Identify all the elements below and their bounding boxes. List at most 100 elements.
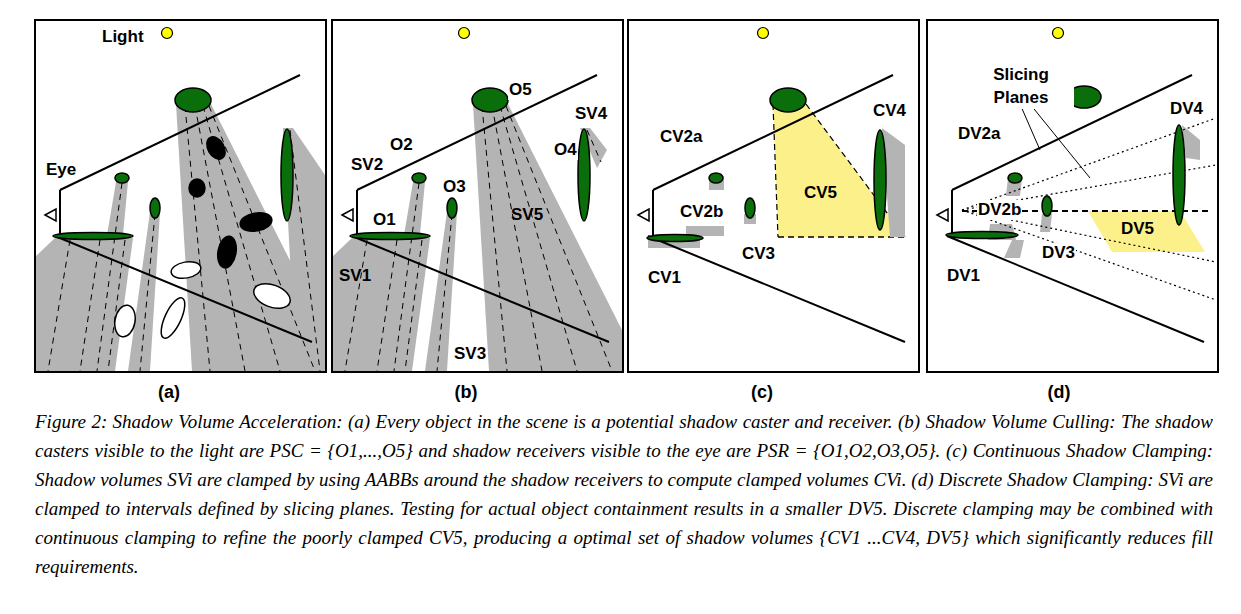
panel-label: (d) xyxy=(1040,381,1078,404)
callout-label: O5 xyxy=(508,80,533,100)
object-ellipse xyxy=(578,129,590,221)
callout-label: O4 xyxy=(553,140,578,160)
callout-label: O2 xyxy=(389,135,414,155)
clamp-edge xyxy=(806,104,905,237)
panel-frame xyxy=(628,20,919,372)
shadow-volume xyxy=(473,104,622,371)
receiver-ellipse xyxy=(215,235,238,270)
object-ellipse xyxy=(946,232,1018,239)
shadow-volume xyxy=(84,182,128,371)
shadow-volume xyxy=(176,104,325,371)
object-ellipse xyxy=(874,130,886,230)
shadow-edge xyxy=(394,183,419,371)
receiver-ellipse xyxy=(112,304,137,339)
annotation-label: Slicing Planes xyxy=(968,63,1074,109)
callout-label: SV5 xyxy=(510,205,544,225)
callout-label: DV5 xyxy=(1120,219,1155,239)
callout-label: O1 xyxy=(372,210,397,230)
shadow-edge xyxy=(140,214,155,371)
callout-label: SV1 xyxy=(338,266,372,286)
light-source xyxy=(459,28,470,39)
clamp-edge xyxy=(778,236,905,238)
leader-line xyxy=(1020,104,1040,150)
leader-line xyxy=(1030,104,1090,178)
view-frustum xyxy=(352,236,609,342)
callout-label: CV2b xyxy=(679,202,724,222)
light-source xyxy=(1053,28,1064,39)
callout-label: DV3 xyxy=(1041,243,1076,263)
shadow-edge xyxy=(506,106,612,371)
shadow-edge xyxy=(437,214,452,371)
object-ellipse xyxy=(175,88,211,112)
shadow-edge xyxy=(203,106,280,371)
panel-label: (a) xyxy=(150,381,188,404)
object-ellipse xyxy=(1042,196,1052,216)
view-frustum xyxy=(356,190,358,236)
callout-label: DV4 xyxy=(1169,99,1204,119)
callout-label: CV1 xyxy=(647,268,682,288)
shadow-edge xyxy=(500,106,577,371)
callout-label: DV2a xyxy=(957,124,1002,144)
object-ellipse xyxy=(150,198,160,218)
view-frustum xyxy=(653,75,893,190)
discrete-volume xyxy=(1040,214,1052,232)
object-ellipse xyxy=(115,173,129,183)
receiver-ellipse xyxy=(170,260,202,281)
light-source xyxy=(162,28,173,39)
shadow-edge xyxy=(377,240,397,371)
object-ellipse xyxy=(745,198,755,218)
receiver-ellipse xyxy=(250,279,293,313)
panel-frame xyxy=(927,20,1218,372)
callout-label: O3 xyxy=(442,177,467,197)
shadow-edge xyxy=(345,240,367,371)
shadow-edge xyxy=(195,106,245,371)
view-frustum xyxy=(55,236,312,342)
callout-label: CV5 xyxy=(803,183,838,203)
callout-label: SV2 xyxy=(350,155,384,175)
receiver-ellipse xyxy=(156,295,189,342)
panel-frame xyxy=(35,20,326,372)
discrete-volume xyxy=(1004,240,1024,258)
object-ellipse xyxy=(709,173,723,183)
receiver-ellipse xyxy=(203,134,229,163)
object-ellipse xyxy=(281,129,293,221)
object-ellipse xyxy=(647,235,703,242)
light-source xyxy=(758,28,769,39)
callout-label: DV2b xyxy=(977,200,1022,220)
eye-symbol xyxy=(937,209,948,221)
panel-label: (c) xyxy=(743,381,781,404)
callout-label: SV3 xyxy=(453,344,487,364)
object-ellipse xyxy=(472,88,508,112)
callout-label: CV2a xyxy=(659,127,704,147)
view-frustum xyxy=(59,190,61,236)
shadow-edge xyxy=(492,106,542,371)
eye-symbol xyxy=(342,209,353,221)
panel-label: (b) xyxy=(447,381,485,404)
object-ellipse xyxy=(350,233,430,240)
callout-label: Light xyxy=(101,27,145,47)
view-frustum xyxy=(648,236,905,342)
eye-symbol xyxy=(45,209,56,221)
view-frustum xyxy=(947,236,1204,342)
object-ellipse xyxy=(53,233,133,240)
shadow-edge xyxy=(482,106,507,371)
receiver-ellipse xyxy=(189,179,205,197)
figure-caption: Figure 2: Shadow Volume Acceleration: (a… xyxy=(35,407,1213,581)
object-ellipse xyxy=(1008,173,1022,183)
object-ellipse xyxy=(770,88,806,112)
shadow-edge xyxy=(209,106,315,371)
callout-label: DV1 xyxy=(946,266,981,286)
callout-label: CV3 xyxy=(741,244,776,264)
panel-frame xyxy=(332,20,623,372)
object-ellipse xyxy=(412,173,426,183)
object-ellipse xyxy=(1173,125,1185,225)
eye-symbol xyxy=(638,209,649,221)
object-ellipse xyxy=(447,198,457,218)
view-frustum xyxy=(357,75,597,190)
view-frustum xyxy=(951,190,953,236)
shadow-edge xyxy=(48,240,70,371)
discrete-volume-dv5 xyxy=(1088,211,1205,252)
shadow-edge xyxy=(97,183,122,371)
shadow-edge xyxy=(80,240,100,371)
view-frustum xyxy=(652,190,654,236)
